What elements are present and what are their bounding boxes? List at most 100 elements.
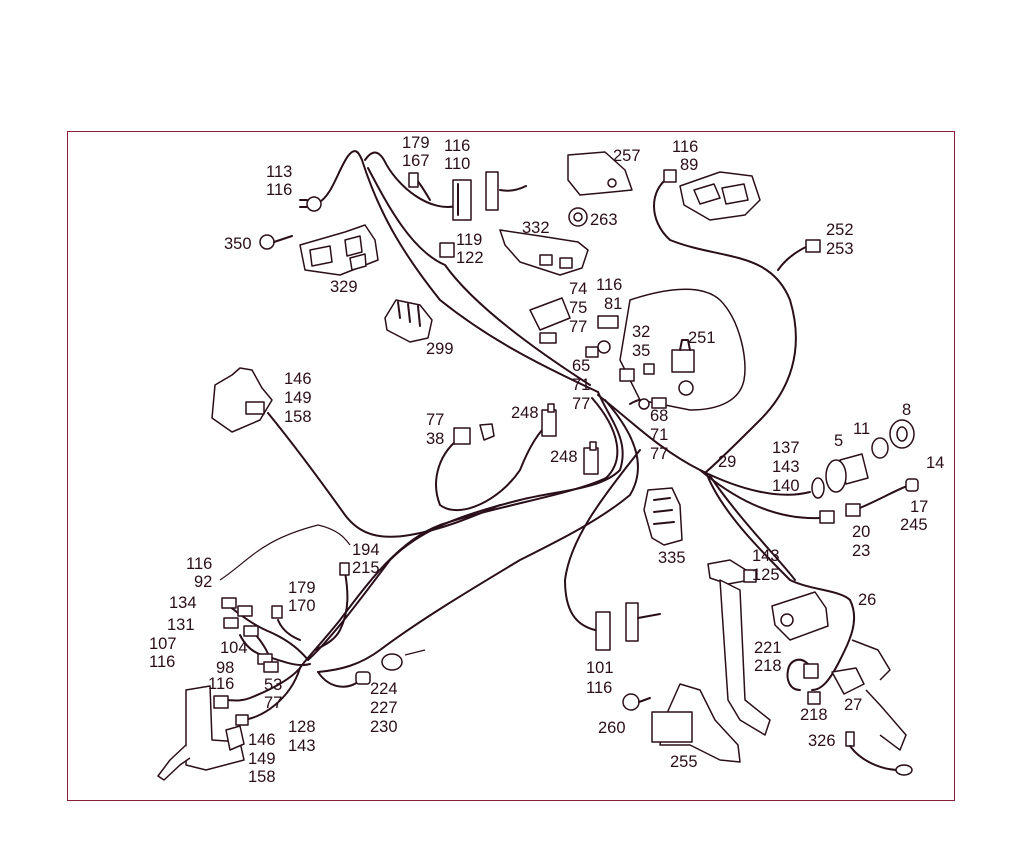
svg-text:149: 149 xyxy=(248,750,276,768)
svg-text:17: 17 xyxy=(910,498,928,516)
svg-text:89: 89 xyxy=(680,156,698,174)
callout-263: 263 xyxy=(590,211,618,229)
svg-text:125: 125 xyxy=(752,566,780,584)
svg-text:122: 122 xyxy=(456,249,484,267)
svg-text:146: 146 xyxy=(248,731,276,749)
svg-text:194: 194 xyxy=(352,541,380,559)
callout-128-143: 128 143 xyxy=(288,718,316,755)
callout-5: 5 xyxy=(834,432,843,450)
callout-20-23: 20 23 xyxy=(852,523,870,560)
svg-text:23: 23 xyxy=(852,542,870,560)
callout-252-253: 252 253 xyxy=(826,221,854,258)
callout-116-92: 116 92 xyxy=(186,555,212,591)
svg-text:116: 116 xyxy=(586,679,612,697)
svg-text:143: 143 xyxy=(752,547,780,565)
callout-113: 113 116 xyxy=(266,163,292,199)
connector-cluster-left xyxy=(221,562,350,673)
assembly-5-8-11 xyxy=(811,419,915,499)
callout-101-116: 101 116 xyxy=(586,659,614,697)
callout-143-125: 143 125 xyxy=(752,547,780,584)
callout-194-215: 194 215 xyxy=(352,541,380,577)
callout-299: 299 xyxy=(426,340,454,358)
svg-text:224: 224 xyxy=(370,680,398,698)
svg-text:149: 149 xyxy=(284,389,312,407)
callout-134: 134 xyxy=(169,594,197,612)
callout-221-218: 221 218 xyxy=(754,639,782,675)
callout-248-a: 248 xyxy=(511,404,539,422)
callout-104-98: 104 98 xyxy=(216,639,248,677)
svg-text:77: 77 xyxy=(572,395,590,413)
svg-text:101: 101 xyxy=(586,659,614,677)
svg-text:20: 20 xyxy=(852,523,870,541)
svg-text:252: 252 xyxy=(826,221,854,239)
callout-53: 53 xyxy=(264,676,282,694)
callout-332: 332 xyxy=(522,219,550,237)
svg-text:116: 116 xyxy=(266,181,292,199)
svg-text:71: 71 xyxy=(650,426,668,444)
svg-text:38: 38 xyxy=(426,430,444,448)
switch-26 xyxy=(771,591,829,641)
svg-text:116: 116 xyxy=(186,555,212,573)
screw-260 xyxy=(622,693,651,711)
pedal-assembly xyxy=(707,559,771,736)
plug-179 xyxy=(408,172,419,188)
switch-248-a xyxy=(541,403,557,437)
svg-text:104: 104 xyxy=(220,639,248,657)
connector-221 xyxy=(803,663,821,705)
sensor-74 xyxy=(529,297,571,344)
svg-text:119: 119 xyxy=(456,231,482,249)
callout-350: 350 xyxy=(224,235,252,253)
svg-text:170: 170 xyxy=(288,597,316,615)
housing-251 xyxy=(619,288,746,411)
callout-32-35: 32 35 xyxy=(632,323,650,360)
svg-text:77: 77 xyxy=(569,318,587,336)
svg-text:227: 227 xyxy=(370,699,398,717)
callout-68-71-77: 68 71 77 xyxy=(650,407,668,463)
switch-block-89 xyxy=(663,169,761,221)
pump-146 xyxy=(157,685,245,781)
svg-text:77: 77 xyxy=(426,411,444,429)
svg-text:137: 137 xyxy=(772,439,800,457)
svg-text:35: 35 xyxy=(632,342,650,360)
callout-335: 335 xyxy=(658,549,686,567)
connector-65 xyxy=(585,340,635,382)
callout-27: 27 xyxy=(844,696,862,714)
callout-74-75-77: 74 75 77 xyxy=(569,280,587,336)
callout-146-149-158-bottom: 146 149 158 xyxy=(248,731,276,786)
svg-text:116: 116 xyxy=(596,276,622,294)
svg-text:179: 179 xyxy=(288,579,316,597)
svg-text:218: 218 xyxy=(754,657,782,675)
svg-text:221: 221 xyxy=(754,639,782,657)
callout-labels: 113 116 350 329 179 167 116 110 119 122 … xyxy=(149,134,944,786)
svg-text:110: 110 xyxy=(444,155,470,173)
callout-8: 8 xyxy=(902,401,911,419)
svg-text:75: 75 xyxy=(569,299,587,317)
diagram-frame xyxy=(67,131,955,801)
relay-block-329 xyxy=(299,224,379,276)
callout-257: 257 xyxy=(613,147,641,165)
callout-116-81: 116 81 xyxy=(596,276,622,313)
callout-14: 14 xyxy=(926,454,944,472)
callout-119-122: 119 122 xyxy=(456,231,484,267)
svg-text:32: 32 xyxy=(632,323,650,341)
nut-263 xyxy=(568,207,588,227)
svg-text:230: 230 xyxy=(370,718,398,736)
parts xyxy=(157,151,919,781)
svg-text:140: 140 xyxy=(772,477,800,495)
bracket-257 xyxy=(567,151,633,196)
callout-179-167: 179 167 xyxy=(402,134,430,170)
connector-14-17 xyxy=(819,478,919,524)
svg-text:68: 68 xyxy=(650,407,668,425)
callout-116-77: 116 77 xyxy=(208,675,282,712)
connector-252 xyxy=(805,239,821,253)
callout-26: 26 xyxy=(858,591,876,609)
svg-text:77: 77 xyxy=(264,694,282,712)
callout-17-245: 17 245 xyxy=(900,498,928,534)
callout-260: 260 xyxy=(598,719,626,737)
callout-179-170: 179 170 xyxy=(288,579,316,615)
svg-text:65: 65 xyxy=(572,357,590,375)
fuse-block-335 xyxy=(643,487,683,546)
svg-text:245: 245 xyxy=(900,516,928,534)
switch-27 xyxy=(831,639,907,751)
